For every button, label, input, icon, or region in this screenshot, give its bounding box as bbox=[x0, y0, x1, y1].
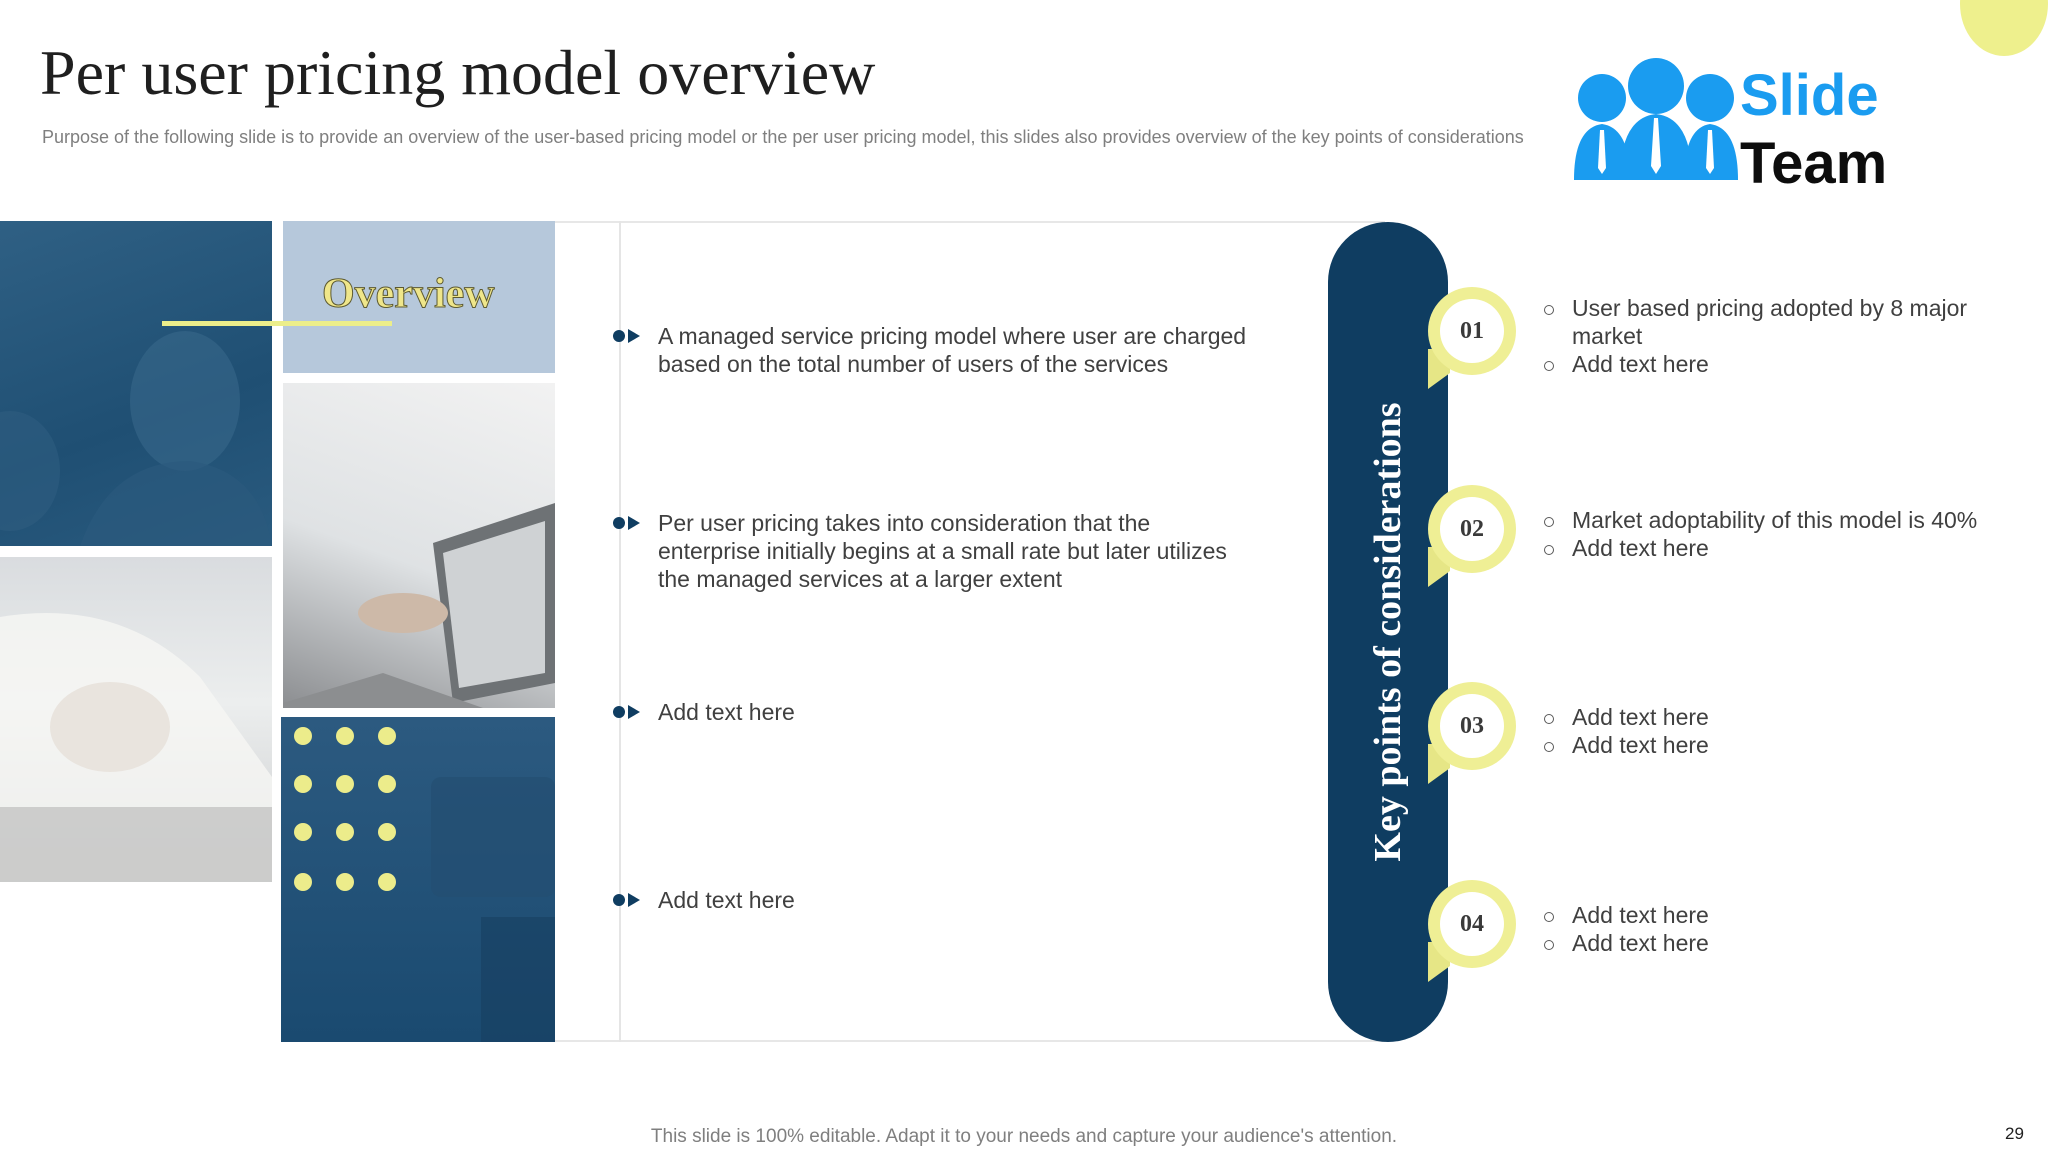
key-point-item: Market adoptability of this model is 40% bbox=[1540, 506, 2032, 534]
key-point-item: Add text here bbox=[1540, 534, 2032, 562]
divider-line bbox=[619, 221, 621, 1042]
decorative-dot bbox=[378, 775, 396, 793]
slide-subtitle: Purpose of the following slide is to pro… bbox=[42, 127, 1524, 147]
key-point-list: Market adoptability of this model is 40%… bbox=[1540, 506, 2032, 562]
decorative-dot bbox=[336, 775, 354, 793]
decorative-dot bbox=[294, 727, 312, 745]
decorative-dot bbox=[336, 727, 354, 745]
decorative-dot bbox=[336, 873, 354, 891]
number-badge: 03 bbox=[1428, 682, 1520, 784]
bullet-arrow-icon bbox=[613, 329, 640, 343]
page-number: 29 bbox=[2005, 1124, 2024, 1143]
photo-dark-desk bbox=[281, 717, 555, 1042]
bullet-arrow-icon bbox=[613, 893, 640, 907]
number-badge: 01 bbox=[1428, 287, 1520, 389]
corner-decoration bbox=[1960, 0, 2048, 56]
overview-label: Overview bbox=[322, 271, 496, 318]
photo-office-people bbox=[0, 557, 272, 882]
decorative-dot bbox=[378, 727, 396, 745]
key-point-list: Add text here Add text here bbox=[1540, 901, 2032, 957]
team-logo-icon bbox=[1574, 58, 1738, 180]
bullet-text: Add text here bbox=[658, 887, 795, 913]
content-frame bbox=[555, 221, 1385, 1042]
key-points-heading: Key points of considerations bbox=[1367, 402, 1409, 862]
number-label: 03 bbox=[1440, 694, 1504, 758]
number-label: 02 bbox=[1440, 497, 1504, 561]
key-point-item: Add text here bbox=[1540, 901, 2032, 929]
number-label: 01 bbox=[1440, 299, 1504, 363]
decorative-dot bbox=[378, 823, 396, 841]
key-point-item: Add text here bbox=[1540, 731, 2032, 759]
number-label: 04 bbox=[1440, 892, 1504, 956]
decorative-dot bbox=[294, 775, 312, 793]
decorative-dot bbox=[336, 823, 354, 841]
bullet-arrow-icon bbox=[613, 705, 640, 719]
bullet-text: Add text here bbox=[658, 699, 795, 725]
key-point-item: Add text here bbox=[1540, 703, 2032, 731]
key-point-item: Add text here bbox=[1540, 929, 2032, 957]
decorative-dot bbox=[294, 873, 312, 891]
key-point-list: Add text here Add text here bbox=[1540, 703, 2032, 759]
slide-title: Per user pricing model overview bbox=[40, 37, 876, 108]
bullet-text: Per user pricing takes into consideratio… bbox=[658, 510, 1227, 592]
overview-underline bbox=[162, 321, 392, 326]
photo-man-portrait bbox=[0, 221, 272, 546]
bullet-arrow-icon bbox=[613, 516, 640, 530]
number-badge: 04 bbox=[1428, 880, 1520, 982]
logo-text-slide: Slide bbox=[1740, 63, 1879, 128]
key-point-item: Add text here bbox=[1540, 350, 2032, 378]
bullet-text: A managed service pricing model where us… bbox=[658, 323, 1247, 377]
key-point-list: User based pricing adopted by 8 major ma… bbox=[1540, 294, 2032, 378]
overview-panel bbox=[283, 221, 555, 373]
logo-text-team: Team bbox=[1740, 131, 1888, 196]
photo-laptop bbox=[283, 383, 555, 708]
number-badge: 02 bbox=[1428, 485, 1520, 587]
key-point-item: User based pricing adopted by 8 major ma… bbox=[1540, 294, 2032, 350]
footer-note: This slide is 100% editable. Adapt it to… bbox=[650, 1126, 1398, 1147]
decorative-dot bbox=[378, 873, 396, 891]
decorative-dot bbox=[294, 823, 312, 841]
